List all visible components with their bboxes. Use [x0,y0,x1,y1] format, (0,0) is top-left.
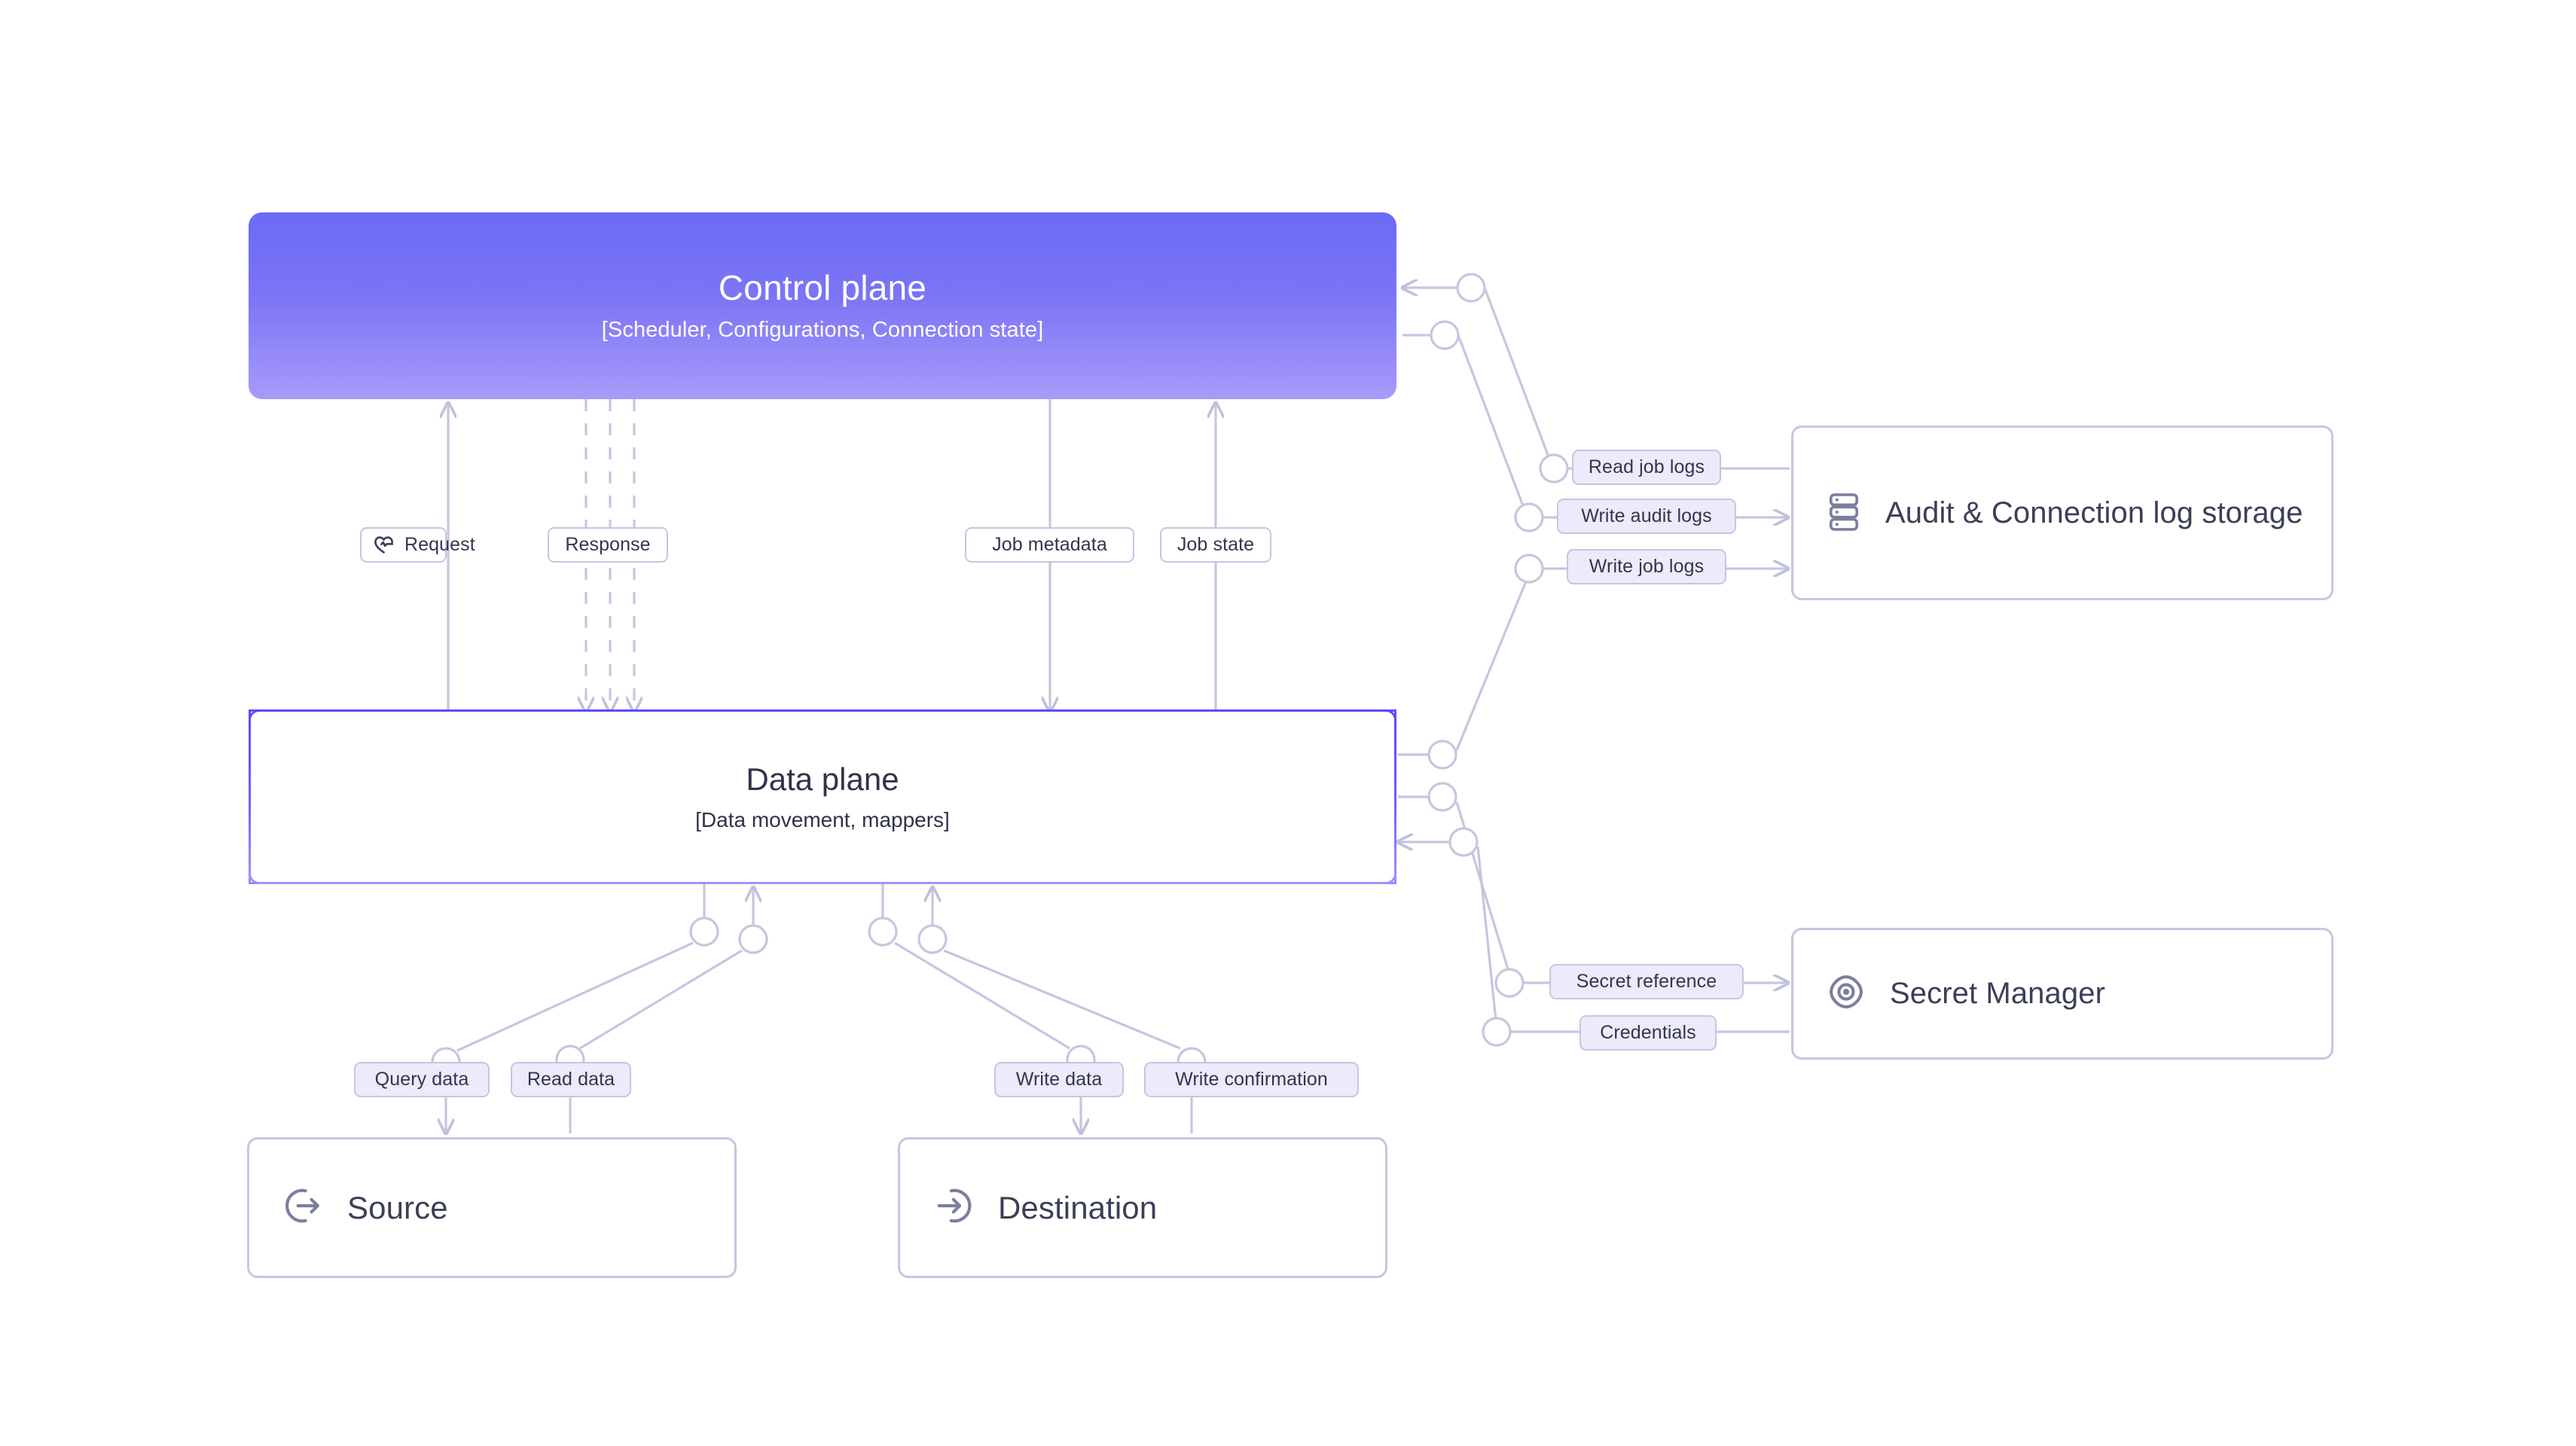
edge-label-secret-reference[interactable]: Secret reference [1549,964,1744,999]
edge-label-write-data[interactable]: Write data [994,1062,1124,1097]
control-plane-title: Control plane [718,268,927,308]
edge-label-request[interactable]: Request [360,527,475,563]
connector-node-dp-read-data [738,924,768,954]
connector-node-dp-write-confirmation [917,924,948,954]
source-label: Source [347,1189,448,1225]
connector-node-storage-read-job-logs [1539,453,1569,484]
wire-query-data-b [456,941,694,1052]
destination-label: Destination [998,1189,1158,1225]
audit-log-storage-node[interactable]: Audit & Connection log storage [1791,426,2333,600]
eye-target-icon [1827,972,1866,1015]
wire-read-job-logs-diag [1483,287,1555,471]
edge-label-write-confirmation-text: Write confirmation [1175,1069,1328,1090]
edge-label-write-job-logs-text: Write job logs [1589,556,1705,577]
edge-label-write-job-logs[interactable]: Write job logs [1567,549,1726,584]
control-plane-node[interactable]: Control plane [Scheduler, Configurations… [249,212,1396,399]
edge-label-job-state[interactable]: Job state [1160,527,1271,563]
connector-node-dp-secret-reference [1427,782,1457,812]
wire-write-job-logs-diag [1455,581,1528,751]
data-plane-title: Data plane [746,761,899,797]
connector-node-cp-read-job-logs [1456,273,1486,303]
edge-label-write-data-text: Write data [1015,1069,1103,1090]
connector-node-dp-credentials [1448,827,1479,857]
wire-credentials-diag [1476,846,1497,1021]
wire-secret-reference-diag [1455,801,1510,972]
connector-node-storage-write-job-logs [1514,554,1544,584]
connector-node-dp-write-data [868,917,898,947]
edge-label-query-data[interactable]: Query data [354,1062,490,1097]
secret-manager-node[interactable]: Secret Manager [1791,928,2333,1060]
wire-read-data-b [579,949,743,1050]
connector-node-cp-write-audit-logs [1430,320,1460,350]
connector-node-dp-write-job-logs [1427,740,1457,770]
edge-label-read-job-logs-text: Read job logs [1588,456,1705,477]
connector-node-sm-credentials [1482,1017,1512,1047]
data-plane-subtitle: [Data movement, mappers] [695,808,950,831]
edge-label-query-data-text: Query data [374,1069,469,1090]
source-node[interactable]: Source [247,1137,737,1278]
heart-pulse-icon [372,533,395,557]
edge-label-write-confirmation[interactable]: Write confirmation [1144,1062,1359,1097]
data-plane-node[interactable]: Data plane [Data movement, mappers] [249,709,1396,884]
edge-label-request-text: Request [404,534,475,555]
edge-label-secret-reference-text: Secret reference [1576,971,1717,992]
wire-write-audit-logs-diag [1457,334,1530,520]
server-rack-icon [1827,490,1861,536]
connector-node-sm-secret-reference [1494,968,1525,998]
destination-node[interactable]: Destination [898,1137,1387,1278]
edge-label-job-state-text: Job state [1177,534,1255,555]
edge-label-credentials[interactable]: Credentials [1579,1015,1717,1051]
audit-log-storage-label: Audit & Connection log storage [1885,496,2303,529]
wire-write-confirmation-b [943,949,1181,1050]
connector-node-dp-query-data [689,917,719,947]
edge-label-read-job-logs[interactable]: Read job logs [1572,450,1721,485]
connector-node-storage-write-audit-logs [1514,502,1544,532]
edge-label-read-data[interactable]: Read data [511,1062,631,1097]
edge-label-response-text: Response [565,534,651,555]
wire-write-data-b [894,941,1070,1050]
control-plane-subtitle: [Scheduler, Configurations, Connection s… [601,317,1044,342]
edge-label-job-metadata[interactable]: Job metadata [965,527,1134,563]
edge-label-write-audit-logs[interactable]: Write audit logs [1557,499,1736,534]
edge-label-job-metadata-text: Job metadata [992,534,1107,555]
edge-label-read-data-text: Read data [526,1069,615,1090]
secret-manager-label: Secret Manager [1890,977,2105,1011]
edge-label-credentials-text: Credentials [1600,1022,1696,1043]
edge-label-response[interactable]: Response [548,527,668,563]
arrow-into-circle-icon [933,1185,974,1230]
edge-label-write-audit-logs-text: Write audit logs [1581,505,1712,526]
arrow-out-of-circle-icon [282,1185,323,1230]
